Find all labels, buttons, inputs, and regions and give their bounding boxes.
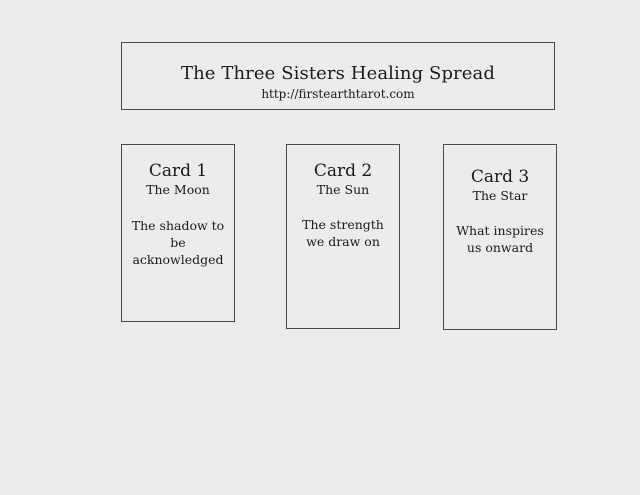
spread-title-box: The Three Sisters Healing Spread http://… [121,42,555,110]
spread-title: The Three Sisters Healing Spread [181,63,495,84]
card-number-label: Card 3 [470,167,530,187]
card-name: The Sun [316,182,370,197]
card-meaning: The shadow to be acknowledged [131,218,225,267]
card-meaning: What inspires us onward [456,223,544,255]
card-position-1: Card 1 The Moon The shadow to be acknowl… [121,144,235,322]
card-position-3: Card 3 The Star What inspires us onward [443,144,557,330]
card-number-label: Card 1 [148,161,208,181]
card-meaning: The strength we draw on [302,217,384,249]
card-position-2: Card 2 The Sun The strength we draw on [286,144,400,329]
source-url: http://firstearthtarot.com [261,87,415,101]
card-name: The Star [472,188,528,203]
card-name: The Moon [146,182,210,197]
card-number-label: Card 2 [313,161,373,181]
